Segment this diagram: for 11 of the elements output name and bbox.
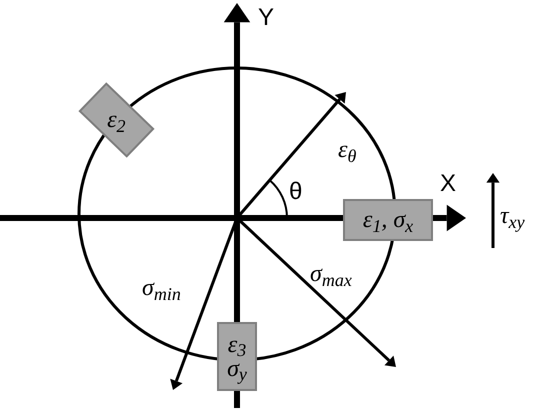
gauge-label: ε$_{1}$, σ$_{x}$ (362, 208, 414, 232)
vector-label: ε$_{θ}$ (338, 138, 356, 162)
strain-gauge-box (343, 199, 433, 241)
axis-label: Y (258, 6, 274, 30)
gauge-label: ε$_{2}$ (107, 108, 126, 132)
gauge-label: ε$_{3}$ (228, 332, 246, 356)
axis-label: X (440, 172, 456, 196)
vector-label: σ$_{max}$ (310, 262, 352, 286)
strain-gauge-box (217, 322, 257, 391)
angle-label: θ (289, 180, 302, 204)
vector-label: σ$_{min}$ (142, 276, 181, 300)
